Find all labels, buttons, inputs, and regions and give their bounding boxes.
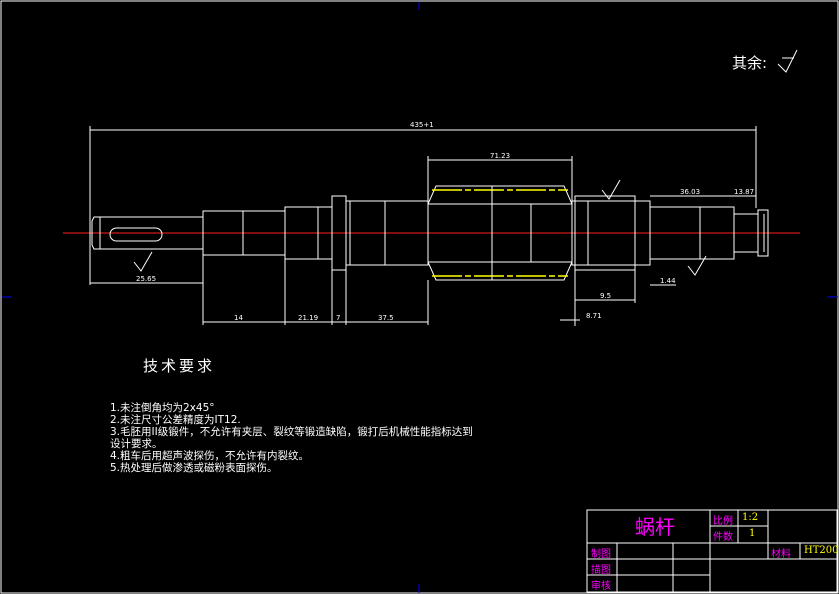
tech-requirement-item: 3.毛胚用II级锻件，不允许有夹层、裂纹等锻造缺陷，锻打后机械性能指标达到 xyxy=(110,426,473,438)
dim-right-1: 36.03 xyxy=(680,188,701,196)
roughness-symbol-icon xyxy=(777,49,798,73)
tech-requirement-item: 1.未注倒角均为2x45° xyxy=(110,402,215,414)
tech-requirement-item: 设计要求。 xyxy=(110,438,163,450)
scale-value: 1:2 xyxy=(742,512,759,523)
surface-roughness-note: 其余: xyxy=(732,54,768,72)
dim-right-2: 13.87 xyxy=(734,188,755,196)
checked-label: 审核 xyxy=(591,581,611,592)
worm-pitch-lines xyxy=(432,189,568,277)
material-value: HT200 xyxy=(804,545,839,556)
dim-seg-1: 14 xyxy=(234,314,243,322)
dim-key-length: 25.65 xyxy=(136,275,157,283)
dim-seg-2: 21.19 xyxy=(298,314,319,322)
tech-requirements-title: 技术要求 xyxy=(143,357,216,375)
dim-overall-length: 435+1 xyxy=(410,121,434,129)
tech-requirement-item: 2.未注尺寸公差精度为IT12. xyxy=(110,414,241,426)
drawn-label: 制图 xyxy=(591,549,611,560)
dim-right-3: 9.5 xyxy=(600,292,612,300)
keyway xyxy=(109,227,163,242)
scale-label: 比例 xyxy=(713,516,733,527)
dim-right-5: 1.44 xyxy=(660,277,676,285)
dim-worm-length: 71.23 xyxy=(490,152,511,160)
part-name: 蜗杆 xyxy=(635,515,675,539)
qty-label: 件数 xyxy=(713,532,733,543)
tech-requirement-item: 5.热处理后做渗透或磁粉表面探伤。 xyxy=(110,462,278,474)
material-label: 材料 xyxy=(771,549,791,560)
traced-label: 描图 xyxy=(591,565,611,576)
dim-seg-4: 37.5 xyxy=(378,314,394,322)
qty-value: 1 xyxy=(749,528,756,539)
dim-right-4: 8.71 xyxy=(586,312,602,320)
dim-seg-3: 7 xyxy=(336,314,341,322)
worm-shaft xyxy=(91,185,769,281)
tech-requirement-item: 4.粗车后用超声波探伤，不允许有内裂纹。 xyxy=(110,450,310,462)
dimension-lines xyxy=(89,126,765,326)
roughness-marks-icon xyxy=(133,179,707,276)
